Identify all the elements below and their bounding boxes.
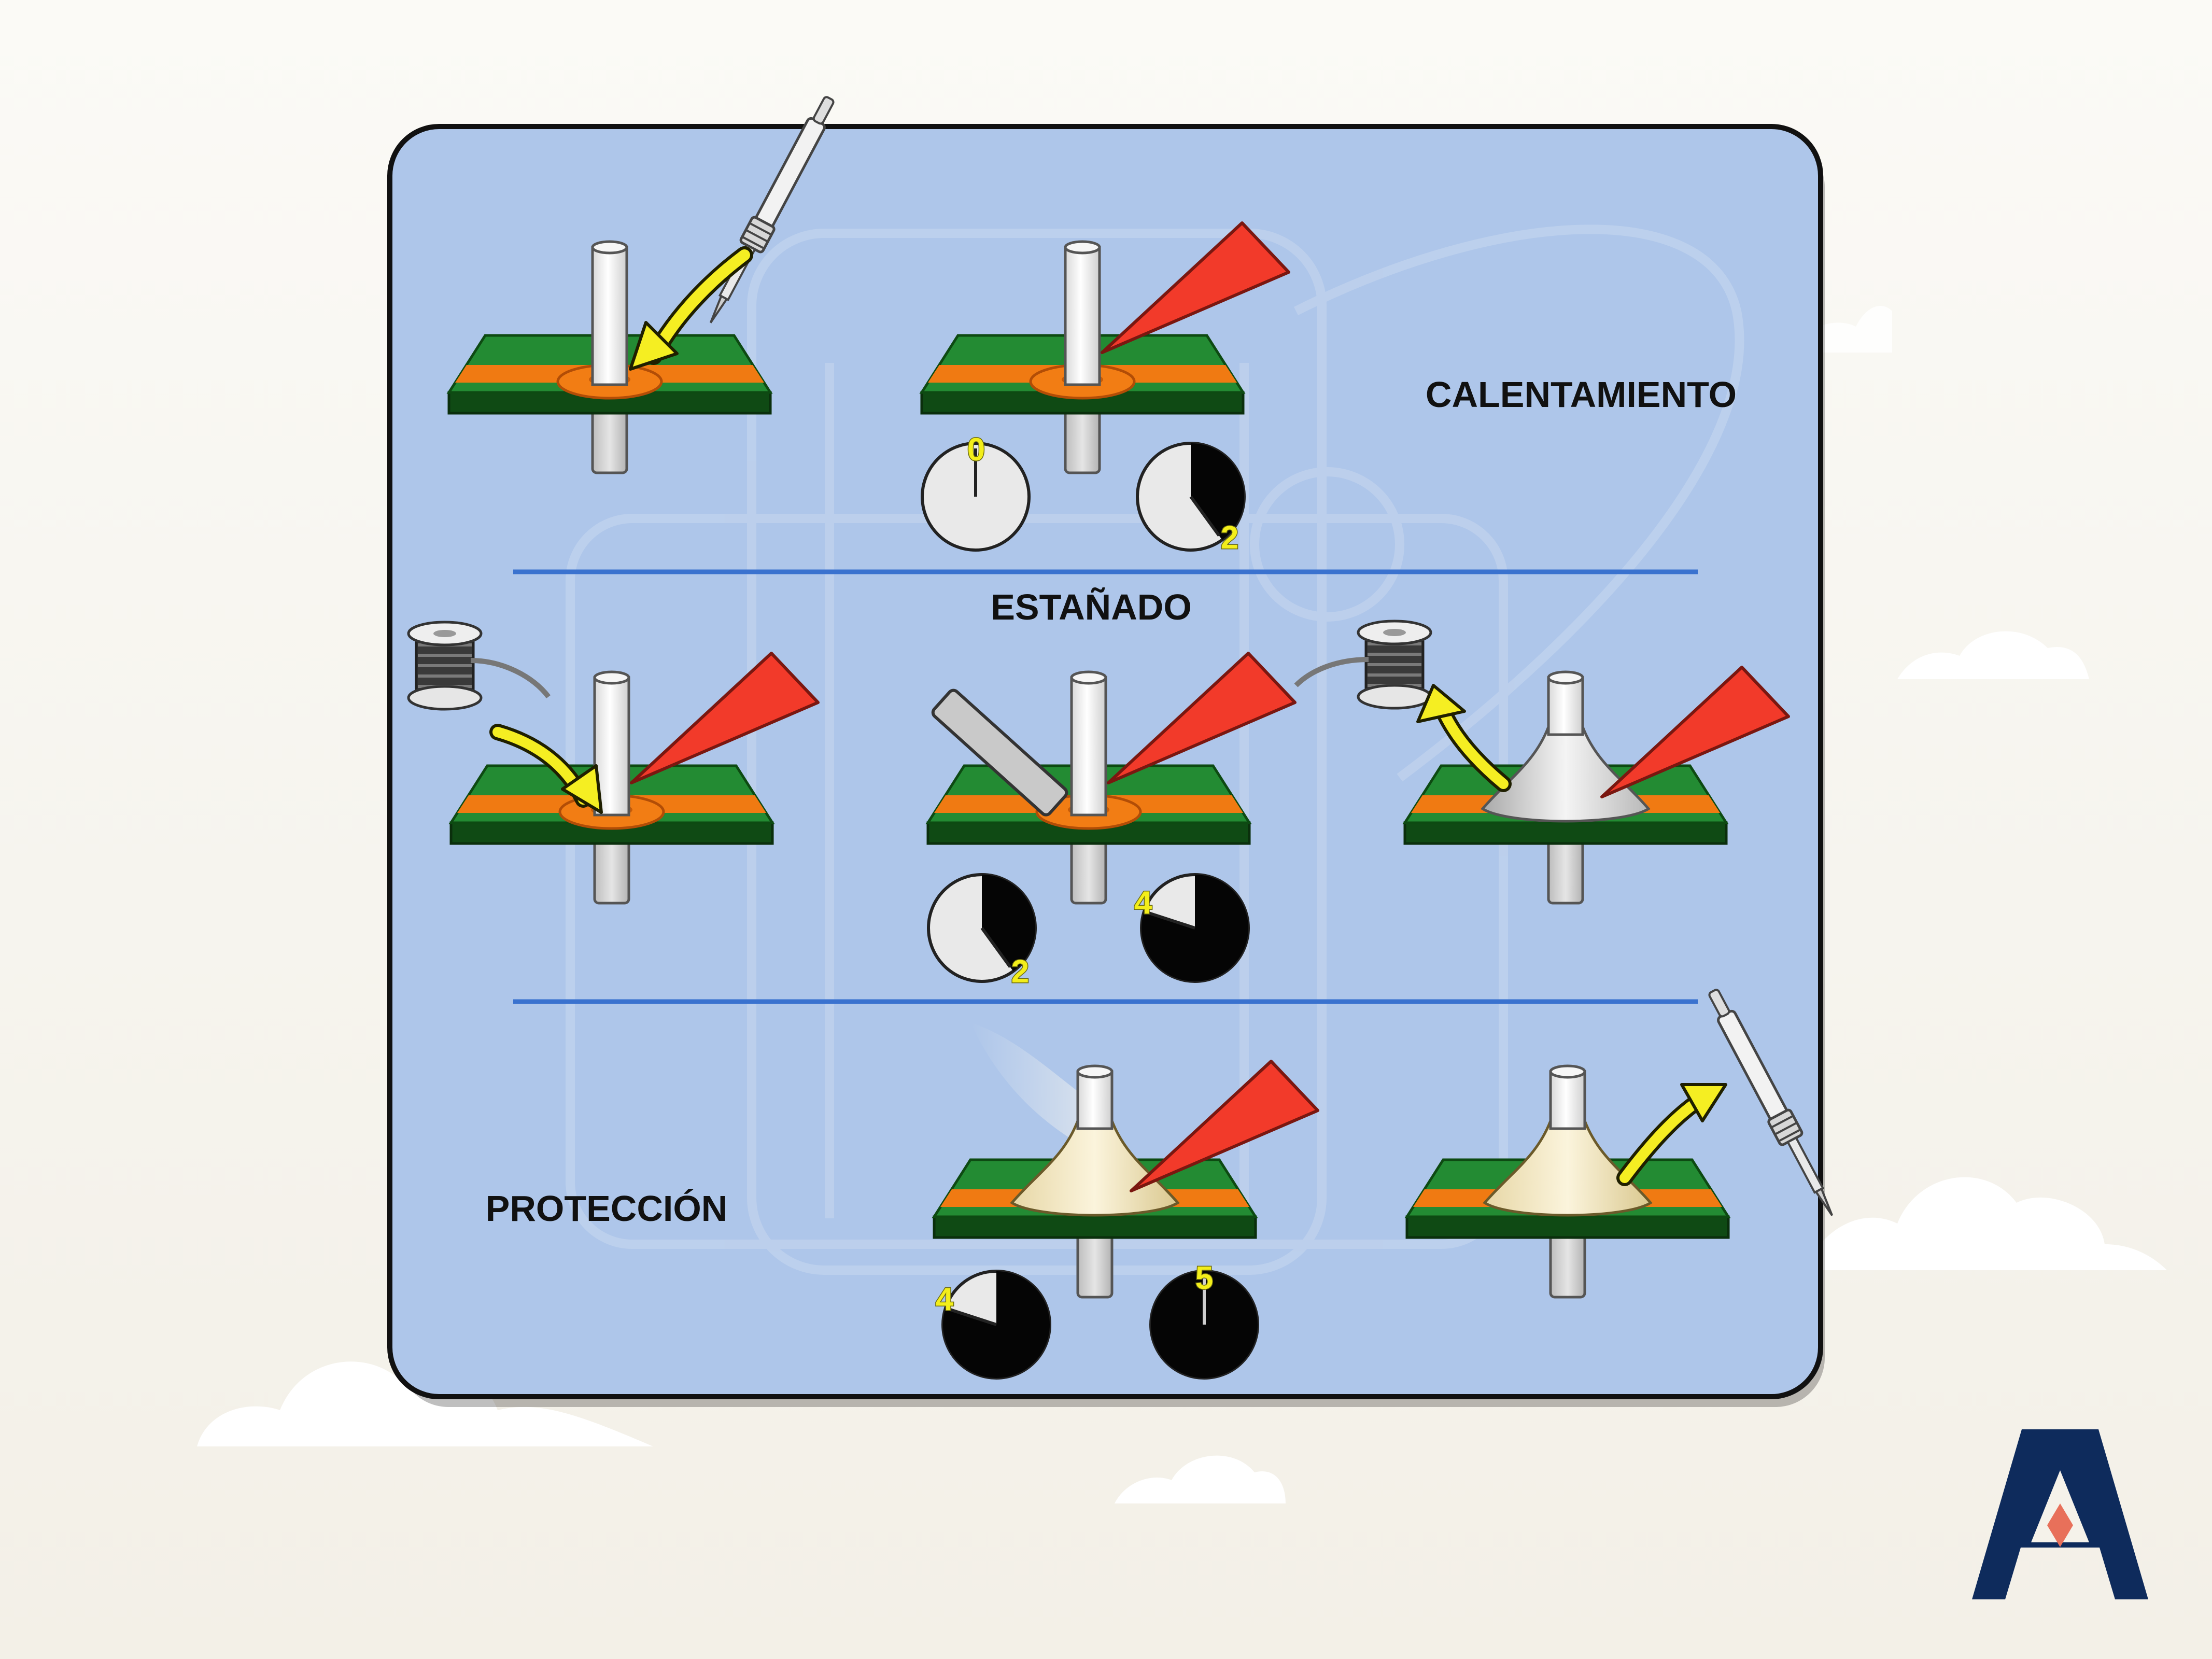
timer-label-2: 2 (1221, 520, 1238, 556)
solder-spool-icon (408, 622, 551, 709)
timer-label-4: 4 (936, 1282, 954, 1317)
smoke-icon (970, 1022, 1090, 1147)
timer-dial-5 (1149, 1270, 1259, 1380)
step-protection-1 (934, 1022, 1318, 1297)
section-label-heating: CALENTAMIENTO (1426, 374, 1737, 415)
background-clouds (197, 306, 2167, 1503)
watermark-logo (566, 224, 1744, 1275)
a-logo-icon (1972, 1429, 2148, 1599)
timer-dial-2 (1136, 442, 1246, 552)
step-tinning-3 (1294, 621, 1788, 903)
timer-dial-2 (927, 873, 1037, 983)
step-protection-2 (1407, 986, 1843, 1297)
timer-label-0: 0 (967, 432, 985, 468)
solder-spool-icon (1294, 621, 1431, 708)
timer-label-4: 4 (1134, 885, 1152, 921)
timers (921, 442, 1259, 1380)
timer-dial-0 (921, 442, 1031, 552)
timer-dial-4 (1140, 873, 1250, 983)
step-tinning-2 (928, 653, 1295, 903)
timer-label-5: 5 (1195, 1260, 1213, 1296)
section-label-tinning: ESTAÑADO (991, 587, 1192, 627)
section-label-protection: PROTECCIÓN (486, 1188, 728, 1229)
timer-dial-4 (941, 1270, 1051, 1380)
timer-label-2: 2 (1011, 954, 1029, 990)
solder-bar-icon (931, 688, 1068, 817)
step-heating-1 (449, 93, 841, 473)
step-tinning-1 (408, 622, 818, 903)
